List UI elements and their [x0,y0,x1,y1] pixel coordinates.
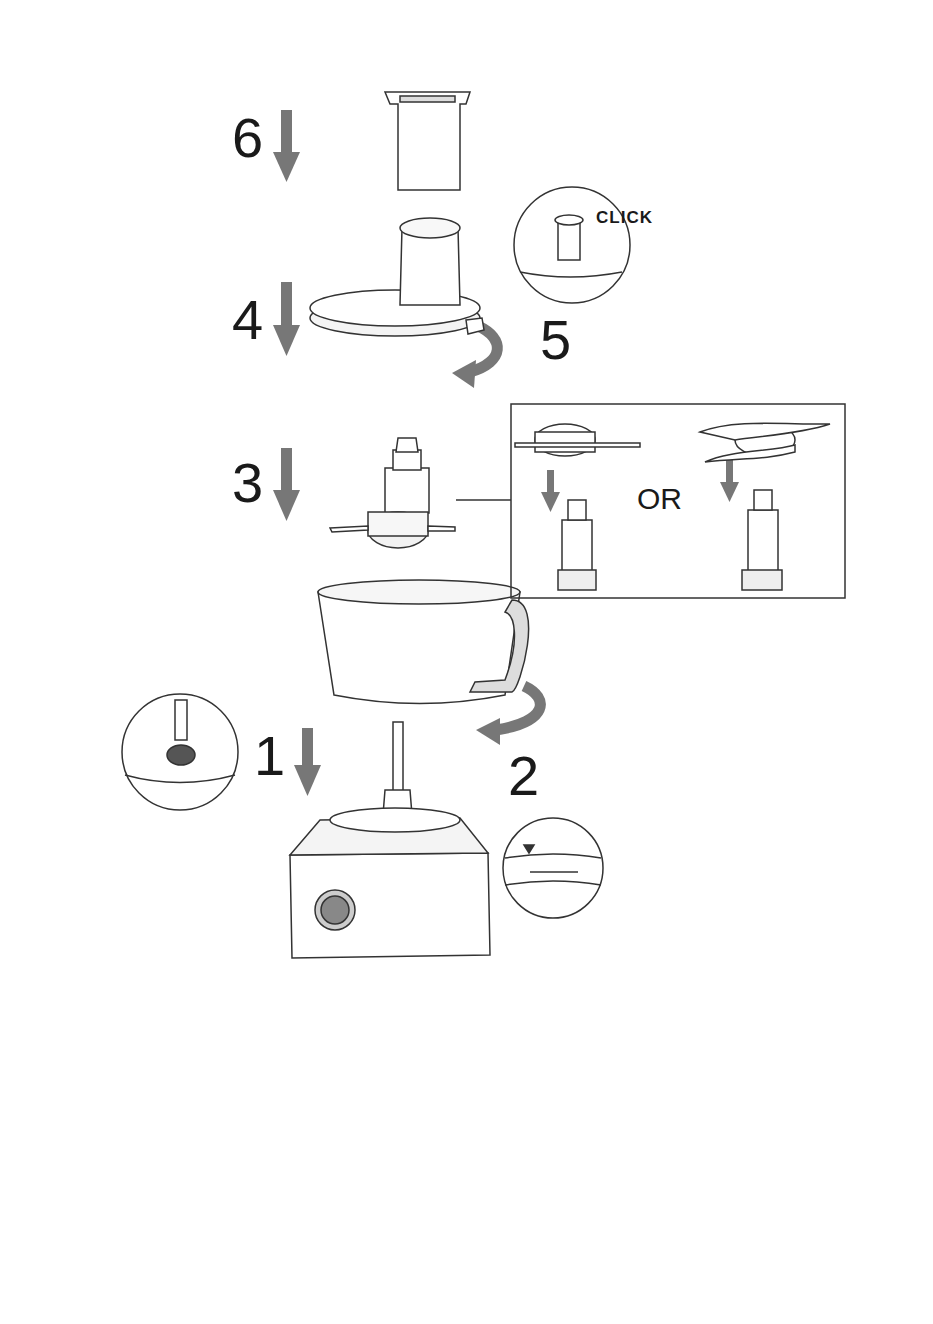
step-number: 4 [232,292,263,348]
step-number: 3 [232,455,263,511]
leader-line [456,499,511,501]
step-number: 5 [540,312,571,368]
step-number: 6 [232,110,263,166]
option-word: OR [637,484,682,514]
step-number: 1 [254,728,285,784]
parts [122,92,630,958]
option-box [511,404,845,598]
click-note: CLICK [596,209,653,226]
blade-options [515,423,830,590]
down-arrows [144,110,739,796]
step-number: 2 [508,748,539,804]
